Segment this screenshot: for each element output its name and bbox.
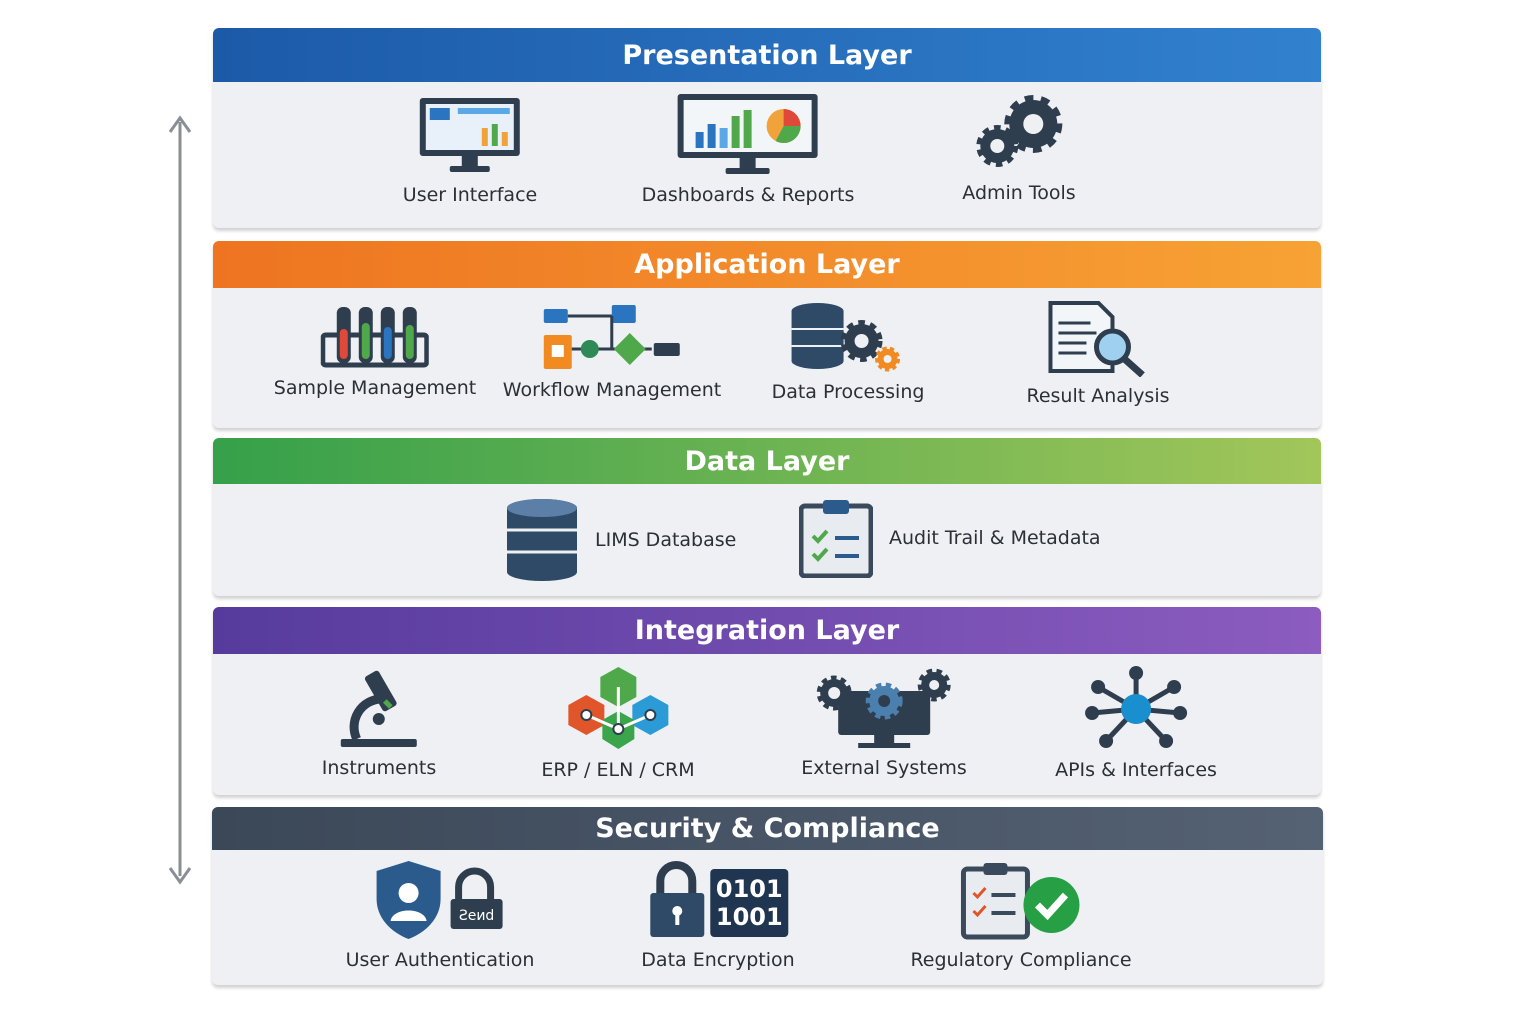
gears-icon (976, 95, 1062, 167)
item-user-interface: User Interface (403, 96, 537, 206)
layer-header: Presentation Layer (213, 28, 1321, 82)
shield-user-lock-icon: Ƨeиd (376, 861, 503, 939)
microscope-icon (341, 670, 417, 747)
item-audit-trail-metadata: Audit Trail & Metadata (799, 498, 1101, 578)
database-icon (507, 499, 577, 581)
layer-header: Integration Layer (213, 607, 1321, 654)
item-external-systems: External Systems (801, 665, 967, 779)
item-instruments: Instruments (322, 665, 436, 779)
item-workflow-management: Workflow Management (503, 303, 721, 401)
layer-title: Presentation Layer (622, 39, 912, 71)
item-label: Admin Tools (962, 182, 1076, 204)
svg-text:Ƨeиd: Ƨeиd (459, 908, 495, 924)
item-data-processing: Data Processing (771, 301, 925, 403)
database-gear-icon (792, 303, 901, 372)
monitor-ui-icon (419, 98, 520, 172)
item-result-analysis: Result Analysis (1026, 301, 1170, 407)
item-label: User Authentication (345, 949, 535, 971)
hub-network-icon (1084, 666, 1187, 748)
data-layer: Data Layer LIMS Database Audit Trail & M… (213, 438, 1321, 596)
item-admin-tools: Admin Tools (962, 94, 1076, 204)
workflow-icon (543, 305, 680, 369)
item-label: Workflow Management (502, 379, 722, 401)
item-label: Dashboards & Reports (641, 184, 855, 206)
integration-layer: Integration Layer Instruments ERP / ELN … (213, 607, 1321, 795)
layer-title: Security & Compliance (595, 813, 940, 844)
layer-title: Data Layer (684, 445, 850, 477)
item-label: ERP / ELN / CRM (541, 759, 695, 781)
item-label: Sample Management (273, 377, 477, 399)
item-regulatory-compliance: Regulatory Compliance (910, 859, 1132, 971)
security-compliance-layer: Security & Compliance Ƨeиd User Authenti… (212, 807, 1323, 985)
application-layer: Application Layer Sample Management Work… (213, 241, 1321, 428)
layer-title: Integration Layer (634, 615, 900, 646)
item-label: APIs & Interfaces (1055, 759, 1217, 781)
dashboard-monitor-icon (677, 94, 818, 174)
item-label: Regulatory Compliance (910, 949, 1132, 971)
item-user-authentication: Ƨeиd User Authentication (345, 859, 535, 971)
layer-header: Data Layer (213, 438, 1321, 484)
item-label: User Interface (402, 184, 538, 206)
item-apis-interfaces: APIs & Interfaces (1055, 665, 1217, 781)
item-label: Audit Trail & Metadata (889, 527, 1101, 549)
item-lims-database: LIMS Database (505, 498, 736, 582)
vertical-double-arrow (168, 115, 192, 885)
layer-header: Security & Compliance (212, 807, 1323, 850)
cubes-network-icon (567, 667, 668, 749)
item-sample-management: Sample Management (274, 305, 476, 399)
layer-title: Application Layer (634, 249, 900, 280)
item-dashboards-reports: Dashboards & Reports (641, 92, 855, 206)
item-label: Data Encryption (641, 949, 795, 971)
monitor-gears-icon (816, 668, 951, 748)
clipboard-check-icon (960, 863, 1079, 940)
layer-header: Application Layer (213, 241, 1321, 288)
binary-text: 0101 (716, 875, 783, 903)
item-erp-eln-crm: ERP / ELN / CRM (541, 665, 695, 781)
item-label: Instruments (321, 757, 437, 779)
clipboard-checklist-icon (799, 500, 873, 578)
item-label: External Systems (801, 757, 967, 779)
test-tubes-icon (320, 307, 429, 368)
document-magnifier-icon (1048, 301, 1145, 377)
item-label: Data Processing (771, 381, 925, 403)
item-label: Result Analysis (1026, 385, 1170, 407)
item-label: LIMS Database (595, 529, 737, 551)
binary-text: 1001 (716, 903, 783, 931)
presentation-layer: Presentation Layer User Interface Dashbo… (213, 28, 1321, 228)
